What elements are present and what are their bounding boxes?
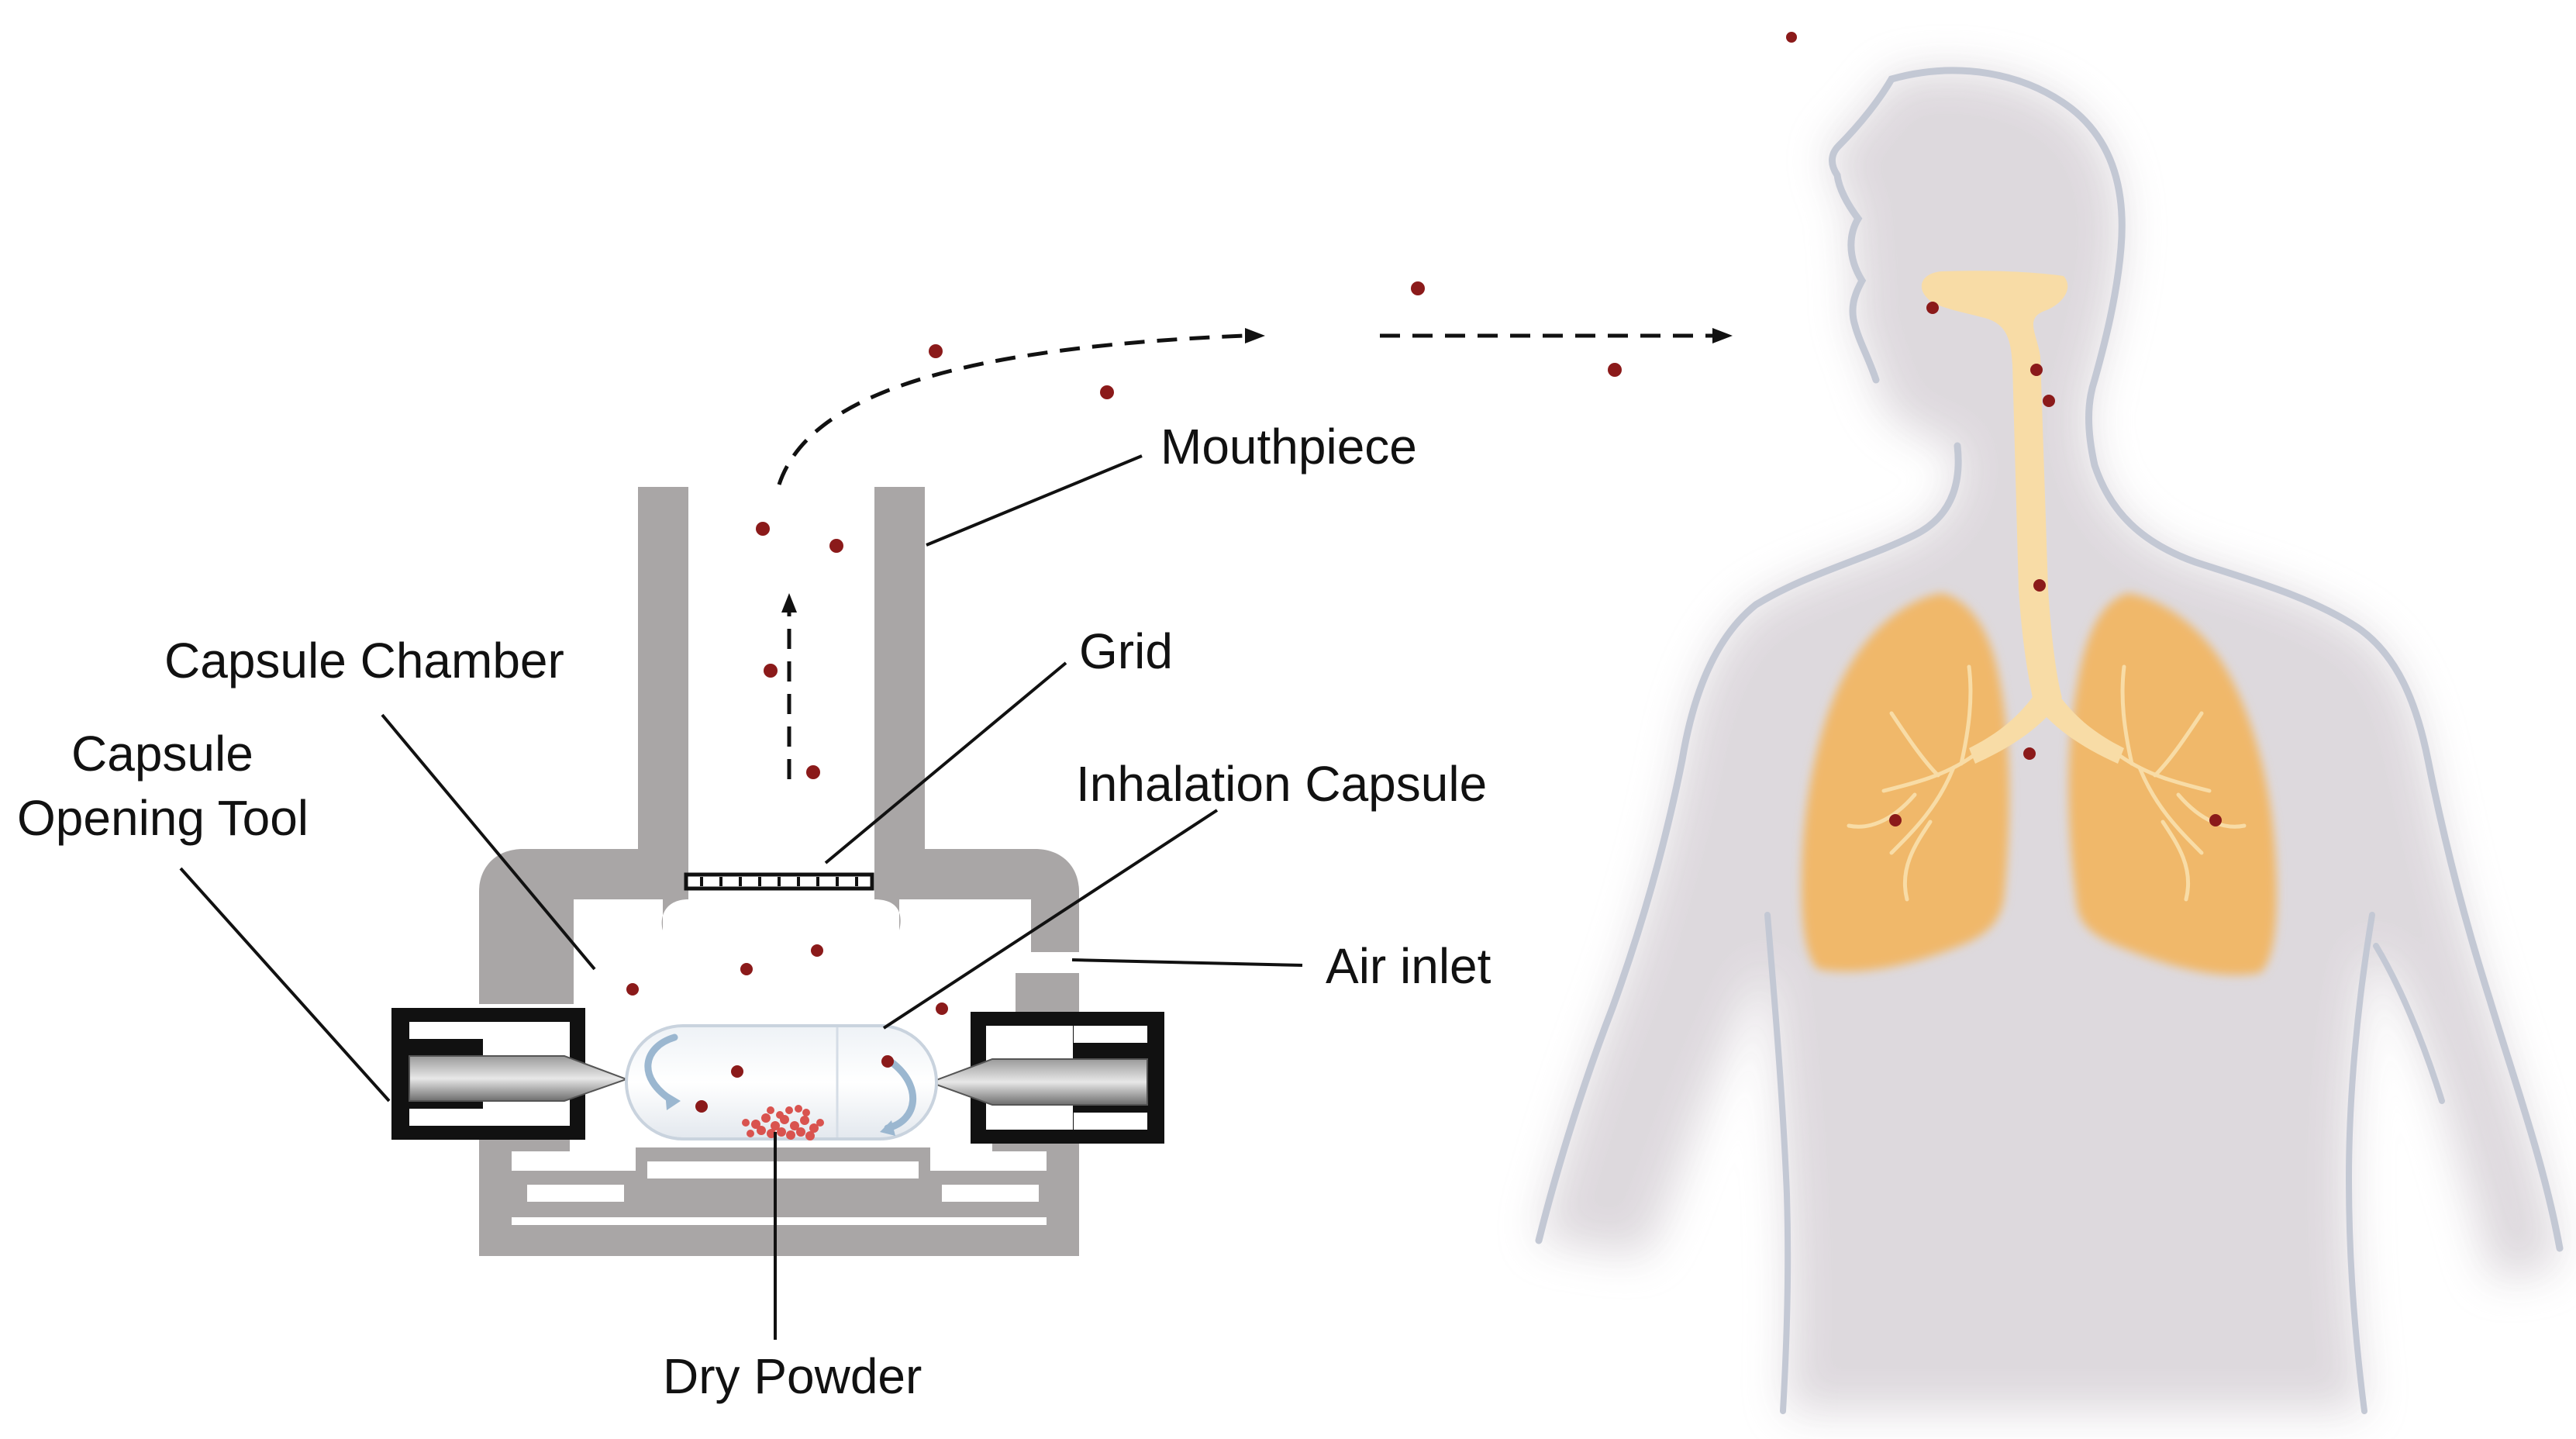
arm-right-back	[2373, 943, 2445, 1104]
nasal-passage	[1921, 271, 2068, 698]
particle	[1100, 385, 1114, 399]
base-slot-right	[942, 1185, 1039, 1202]
lung-left	[1802, 593, 2009, 972]
particle	[1889, 814, 1902, 826]
label-grid: Grid	[1079, 623, 1173, 679]
leader-capsule-opening-tool	[179, 867, 391, 1103]
swirl-arrow-left	[644, 1034, 678, 1105]
leader-air-inlet	[1071, 958, 1303, 967]
inhaler-device	[391, 487, 1164, 1256]
arrowhead-up	[781, 593, 797, 613]
airborne-particles	[756, 32, 1797, 779]
body-outline-left	[1535, 442, 1962, 1244]
leader-grid	[824, 661, 1067, 864]
particle	[2209, 814, 2222, 826]
leader-lines	[179, 454, 1303, 1340]
particle	[756, 522, 770, 536]
particle	[2043, 395, 2055, 407]
label-capsule-opening-tool-line2: Opening Tool	[17, 790, 309, 846]
particle	[1411, 281, 1425, 295]
capsule-opening-tool-right	[928, 1012, 1164, 1144]
label-air-inlet: Air inlet	[1326, 938, 1491, 994]
leader-capsule-chamber	[381, 713, 596, 971]
body-outline-head	[1829, 67, 2564, 1252]
bronchi	[1969, 694, 2124, 764]
body-particles	[1889, 302, 2222, 826]
chamber-particles	[626, 944, 948, 1113]
particle	[1786, 32, 1797, 43]
flow-arrow-curve	[777, 333, 1245, 485]
lung-right	[2068, 593, 2277, 975]
arrowhead-right-2	[1712, 328, 1733, 343]
particle	[764, 664, 778, 678]
particle	[2023, 747, 2036, 760]
label-inhalation-capsule: Inhalation Capsule	[1076, 756, 1487, 812]
grid-mesh	[684, 872, 874, 891]
airway	[1847, 271, 2247, 902]
base-slot-center	[647, 1161, 919, 1178]
mouthpiece-wall-left	[638, 487, 688, 851]
arrowhead-right-1	[1245, 328, 1265, 343]
leader-inhalation-capsule	[882, 809, 1219, 1030]
capsule-opening-tool-left	[391, 1008, 629, 1140]
bronchiole-branches	[1847, 664, 2247, 902]
particle	[1926, 302, 1939, 314]
particle	[2033, 579, 2046, 592]
particle	[806, 765, 820, 779]
chamber-housing	[479, 849, 688, 1004]
swirl-arrow-right	[884, 1058, 916, 1132]
device-base	[479, 1109, 1079, 1256]
label-dry-powder: Dry Powder	[663, 1348, 922, 1404]
mouthpiece-wall-right	[874, 487, 925, 851]
chamber-housing-right	[874, 849, 1079, 952]
label-capsule-chamber: Capsule Chamber	[164, 633, 564, 688]
body-silhouette	[1539, 71, 2558, 1411]
leader-mouthpiece	[926, 454, 1143, 547]
base-slot-left	[527, 1185, 624, 1202]
dry-powder	[742, 1105, 824, 1141]
particle	[929, 344, 943, 358]
chamber-top-arch-right	[874, 899, 901, 930]
lungs	[1802, 593, 2277, 975]
particle	[2030, 364, 2043, 376]
flow-arrows	[777, 328, 1733, 779]
arm-inner-right	[2345, 912, 2375, 1414]
human-torso	[1535, 67, 2564, 1414]
particle	[1608, 363, 1622, 377]
particle	[829, 539, 843, 553]
chamber-top-arch	[661, 899, 688, 930]
label-mouthpiece: Mouthpiece	[1160, 419, 1417, 474]
labels: Mouthpiece Capsule Chamber Grid Capsule …	[17, 419, 1491, 1404]
label-capsule-opening-tool-line1: Capsule	[71, 726, 253, 782]
arm-inner-left	[1764, 912, 1791, 1414]
